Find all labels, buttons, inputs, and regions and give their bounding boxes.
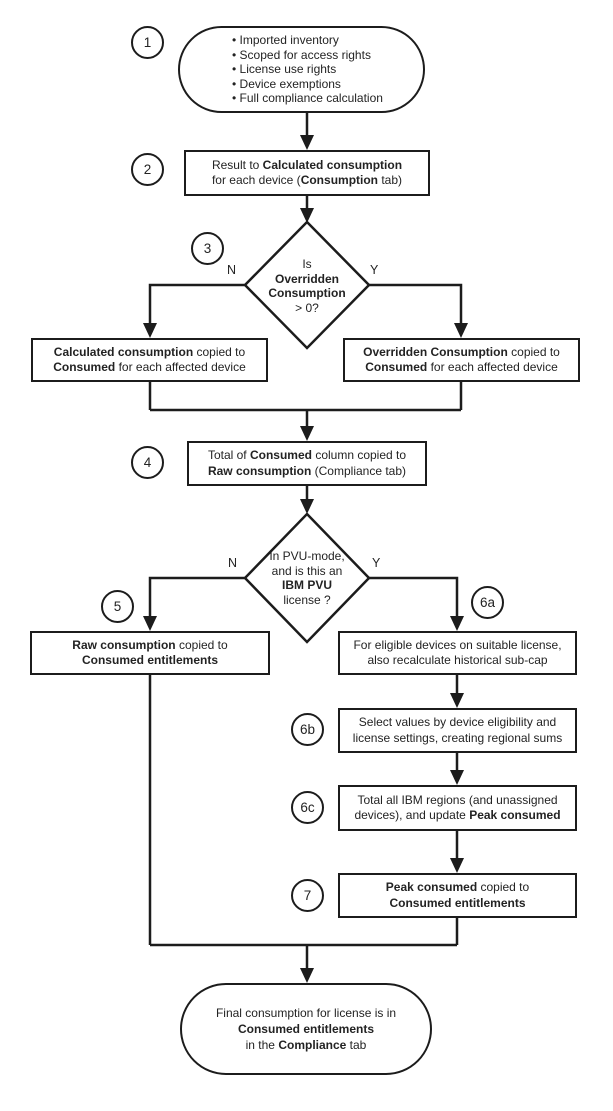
- branch-label-no-1: N: [227, 263, 237, 277]
- box-text-line: license settings, creating regional sums: [352, 730, 563, 745]
- overridden-copied-box: Overridden Consumption copied to Consume…: [343, 338, 580, 382]
- decision-text-line: license ?: [283, 592, 331, 607]
- end-terminator: Final consumption for license is in Cons…: [180, 983, 432, 1075]
- box-text-line: Overridden Consumption copied to: [363, 344, 560, 359]
- branch-label-yes-1: Y: [370, 263, 379, 277]
- box-text-line: also recalculate historical sub-cap: [367, 653, 548, 667]
- decision-pvu-diamond: [243, 512, 371, 644]
- step-badge-3: 3: [191, 232, 224, 265]
- peak-consumed-copied-box: Peak consumed copied to Consumed entitle…: [338, 873, 577, 918]
- decision-text-line: and is this an: [271, 563, 343, 578]
- start-bullet-1: Imported inventory: [232, 33, 339, 48]
- end-text-line: Final consumption for license is in: [215, 1006, 397, 1020]
- decision-text-line: Overridden: [274, 271, 340, 286]
- decision-text-line: IBM PVU: [281, 578, 332, 592]
- box-text-line: Raw consumption copied to: [72, 637, 228, 652]
- total-ibm-regions-box: Total all IBM regions (and unassigned de…: [338, 785, 577, 831]
- box-text-line: Raw consumption (Compliance tab): [207, 463, 407, 478]
- step-badge-7: 7: [291, 879, 324, 912]
- box-text-line: Result to Calculated consumption: [211, 157, 403, 172]
- arrowheads: [143, 135, 468, 983]
- total-consumed-box: Total of Consumed column copied to Raw c…: [187, 441, 427, 486]
- box-text-line: Peak consumed copied to: [385, 880, 530, 894]
- box-text-line: Consumed for each affected device: [53, 360, 246, 374]
- box-text-line: devices), and update Peak consumed: [354, 808, 561, 822]
- box-text-line: Calculated consumption copied to: [53, 344, 246, 359]
- decision-text-line: Is: [302, 257, 312, 271]
- decision-overridden-diamond: [243, 220, 371, 350]
- start-bullet-4: Device exemptions: [232, 77, 341, 92]
- step-badge-5: 5: [101, 590, 134, 623]
- box-text-line: for each device (Consumption tab): [211, 173, 403, 187]
- decision-text-line: > 0?: [295, 300, 319, 315]
- box-text-line: For eligible devices on suitable license…: [353, 637, 562, 652]
- step-badge-2: 2: [131, 153, 164, 186]
- end-text-line: in the Compliance tab: [245, 1038, 367, 1052]
- start-terminator: Imported inventory Scoped for access rig…: [178, 26, 425, 113]
- start-bullet-3: License use rights: [232, 62, 337, 77]
- box-text-line: Consumed entitlements: [389, 895, 526, 910]
- step-badge-1: 1: [131, 26, 164, 59]
- step-badge-6c: 6c: [291, 791, 324, 824]
- box-text-line: Consumed entitlements: [81, 653, 219, 667]
- decision-text-line: In PVU-mode,: [269, 549, 345, 563]
- step-badge-6a: 6a: [471, 586, 504, 619]
- calculated-copied-box: Calculated consumption copied to Consume…: [31, 338, 268, 382]
- connector-lines: [148, 113, 463, 969]
- step-badge-6b: 6b: [291, 713, 324, 746]
- decision-diamonds: [243, 220, 371, 644]
- start-bullet-5: Full compliance calculation: [232, 91, 383, 106]
- recalculate-subcap-box: For eligible devices on suitable license…: [338, 631, 577, 675]
- box-text-line: Consumed for each affected device: [365, 360, 558, 374]
- raw-consumption-copied-box: Raw consumption copied to Consumed entit…: [30, 631, 270, 675]
- decision-overridden-text: Is Overridden Consumption > 0?: [245, 257, 369, 315]
- decision-pvu-text: In PVU-mode, and is this an IBM PVU lice…: [245, 549, 369, 607]
- box-text-line: Total of Consumed column copied to: [207, 448, 407, 462]
- decision-text-line: Consumption: [268, 286, 346, 300]
- end-text-line: Consumed entitlements: [237, 1022, 375, 1036]
- box-text-line: Select values by device eligibility and: [358, 715, 557, 729]
- branch-label-yes-2: Y: [372, 556, 381, 570]
- start-bullet-2: Scoped for access rights: [232, 48, 371, 63]
- box-text-line: Total all IBM regions (and unassigned: [357, 792, 558, 807]
- calculated-consumption-result-box: Result to Calculated consumption for eac…: [184, 150, 430, 196]
- step-badge-4: 4: [131, 446, 164, 479]
- select-values-box: Select values by device eligibility and …: [338, 708, 577, 753]
- branch-label-no-2: N: [228, 556, 238, 570]
